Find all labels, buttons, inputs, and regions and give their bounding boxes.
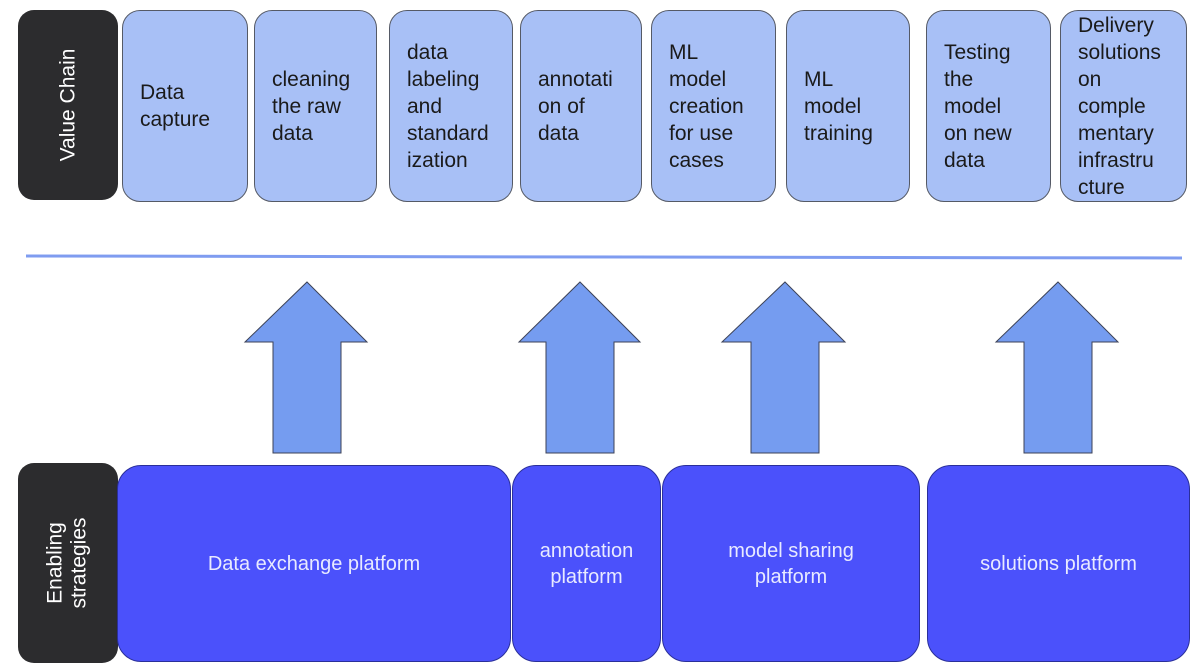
step-cleaning-raw-data: cleaning the raw data: [254, 10, 377, 202]
up-arrow-icon: [994, 281, 1120, 454]
step-label: data labeling and standard ization: [407, 40, 489, 172]
value-chain-label: Value Chain: [18, 10, 118, 200]
platform-label: solutions platform: [980, 552, 1137, 575]
platform-data-exchange: Data exchange platform: [117, 465, 511, 662]
step-label: annotati on of data: [538, 67, 613, 145]
up-arrow-icon: [517, 281, 642, 454]
platform-annotation: annotation platform: [512, 465, 661, 662]
platform-solutions: solutions platform: [927, 465, 1190, 662]
enabling-strategies-label: Enabling strategies: [18, 463, 118, 663]
step-data-capture: Data capture: [122, 10, 248, 202]
step-testing-model: Testing the model on new data: [926, 10, 1051, 202]
step-label: Data capture: [140, 81, 211, 131]
platform-label: Data exchange platform: [207, 552, 421, 575]
step-ml-model-training: ML model training: [786, 10, 910, 202]
step-annotation: annotati on of data: [520, 10, 642, 202]
step-label: cleaning the raw data: [272, 67, 351, 145]
up-arrow-icon: [243, 281, 369, 454]
up-arrow-icon: [720, 281, 847, 454]
step-label: ML model training: [804, 67, 873, 145]
step-label: Testing the model on new data: [944, 40, 1012, 172]
step-label: ML model creation for use cases: [669, 40, 744, 172]
platform-label: annotation platform: [539, 539, 634, 588]
platform-label: model sharing platform: [728, 539, 854, 588]
step-data-labeling: data labeling and standard ization: [389, 10, 513, 202]
step-delivery-solutions: Delivery solutions on comple mentary inf…: [1060, 10, 1187, 202]
step-ml-model-creation: ML model creation for use cases: [651, 10, 776, 202]
step-label: Delivery solutions on comple mentary inf…: [1078, 13, 1161, 199]
platform-model-sharing: model sharing platform: [662, 465, 920, 662]
